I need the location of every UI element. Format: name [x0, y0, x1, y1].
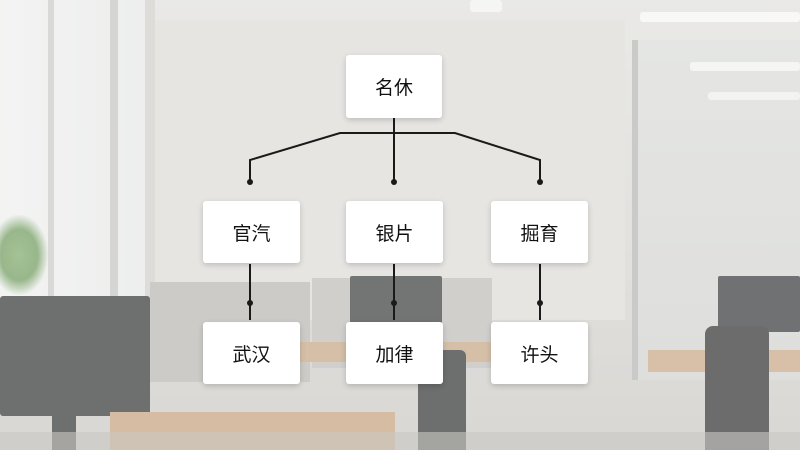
window-frame — [110, 0, 118, 300]
window-frame — [48, 0, 54, 300]
connector-dot — [247, 300, 253, 306]
connector-dot — [537, 179, 543, 185]
ceiling-light — [640, 12, 800, 22]
connector-dot — [537, 300, 543, 306]
office-chair — [705, 326, 769, 450]
branch-node-3: 掘育 — [491, 201, 588, 263]
window-frame — [145, 0, 155, 310]
branch-node-2: 银片 — [346, 201, 443, 263]
ceiling-light — [708, 92, 800, 100]
connector-dot — [247, 179, 253, 185]
ceiling-light — [690, 62, 800, 71]
connector-root-bus — [249, 132, 541, 182]
monitor — [0, 296, 150, 416]
floor — [0, 432, 800, 450]
monitor — [718, 276, 800, 332]
leaf-node-2: 加律 — [346, 322, 443, 384]
leaf-node-3: 许头 — [491, 322, 588, 384]
leaf-node-1: 武汉 — [203, 322, 300, 384]
root-node: 名休 — [346, 55, 442, 118]
branch-node-1: 官汽 — [203, 201, 300, 263]
connector-dot — [391, 179, 397, 185]
ceiling-light — [470, 0, 502, 12]
connector-dot — [391, 300, 397, 306]
plant — [0, 215, 48, 295]
